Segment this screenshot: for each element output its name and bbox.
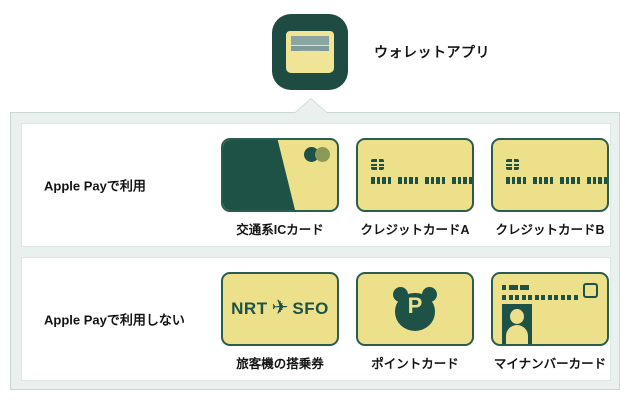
emv-chip-icon [371,159,384,170]
my-number-text-line-1 [502,285,529,290]
transit-ic-logo-icon [304,147,330,162]
my-number-text-line-2 [502,295,578,300]
wallet-app-icon [272,14,348,90]
credit-card-a-art [356,138,474,212]
card-label-credit-card-b: クレジットカードB [495,223,605,237]
row-label-apple-pay-unsupported: Apple Payで利用しない [44,312,185,328]
card-label-point-card: ポイントカード [371,357,459,371]
wallet-app-header: ウォレットアプリ [0,8,630,96]
emv-chip-icon [506,159,519,170]
boarding-pass-destination: SFO [292,299,329,318]
portrait-photo-icon [502,304,532,344]
airplane-icon: ✈ [271,297,289,319]
wallet-icon-front-notch [300,52,320,60]
row-label-apple-pay-supported: Apple Payで利用 [44,178,146,194]
row-apple-pay-unsupported: Apple Payで利用しない NRT ✈ SFO 旅客機の搭乗券 P [21,257,611,381]
boarding-pass-art: NRT ✈ SFO [221,272,339,346]
card-categories-panel: Apple Payで利用 交通系ICカード クレジットカードA [10,112,620,390]
boarding-pass-origin: NRT [231,299,268,318]
my-number-card-art [491,272,609,346]
wallet-app-label: ウォレットアプリ [374,44,490,60]
card-label-boarding-pass: 旅客機の搭乗券 [236,357,324,371]
card-item-boarding-pass[interactable]: NRT ✈ SFO 旅客機の搭乗券 [215,272,345,372]
card-number-marks [506,177,607,184]
bear-head-icon: P [392,287,438,331]
panel-arrow-icon [295,99,327,113]
point-card-art: P [356,272,474,346]
card-label-credit-card-a: クレジットカードA [360,223,470,237]
card-item-point-card[interactable]: P ポイントカード [350,272,480,372]
card-item-my-number-card[interactable]: マイナンバーカード [485,272,615,372]
point-card-letter: P [407,293,423,318]
credit-card-b-art [491,138,609,212]
row-apple-pay-supported: Apple Payで利用 交通系ICカード クレジットカードA [21,123,611,247]
card-item-transit-ic-card[interactable]: 交通系ICカード [215,138,345,238]
wallet-icon-body [286,31,334,73]
card-item-credit-card-b[interactable]: クレジットカードB [485,138,615,238]
transit-ic-shape-icon [223,140,295,210]
transit-ic-card-art [221,138,339,212]
my-number-chip-icon [583,283,598,298]
card-label-transit-ic-card: 交通系ICカード [236,223,324,237]
card-item-credit-card-a[interactable]: クレジットカードA [350,138,480,238]
wallet-icon-card-1 [291,36,329,45]
wallet-icon-front-pocket [286,51,334,73]
card-label-my-number-card: マイナンバーカード [493,357,607,371]
card-number-marks [371,177,472,184]
